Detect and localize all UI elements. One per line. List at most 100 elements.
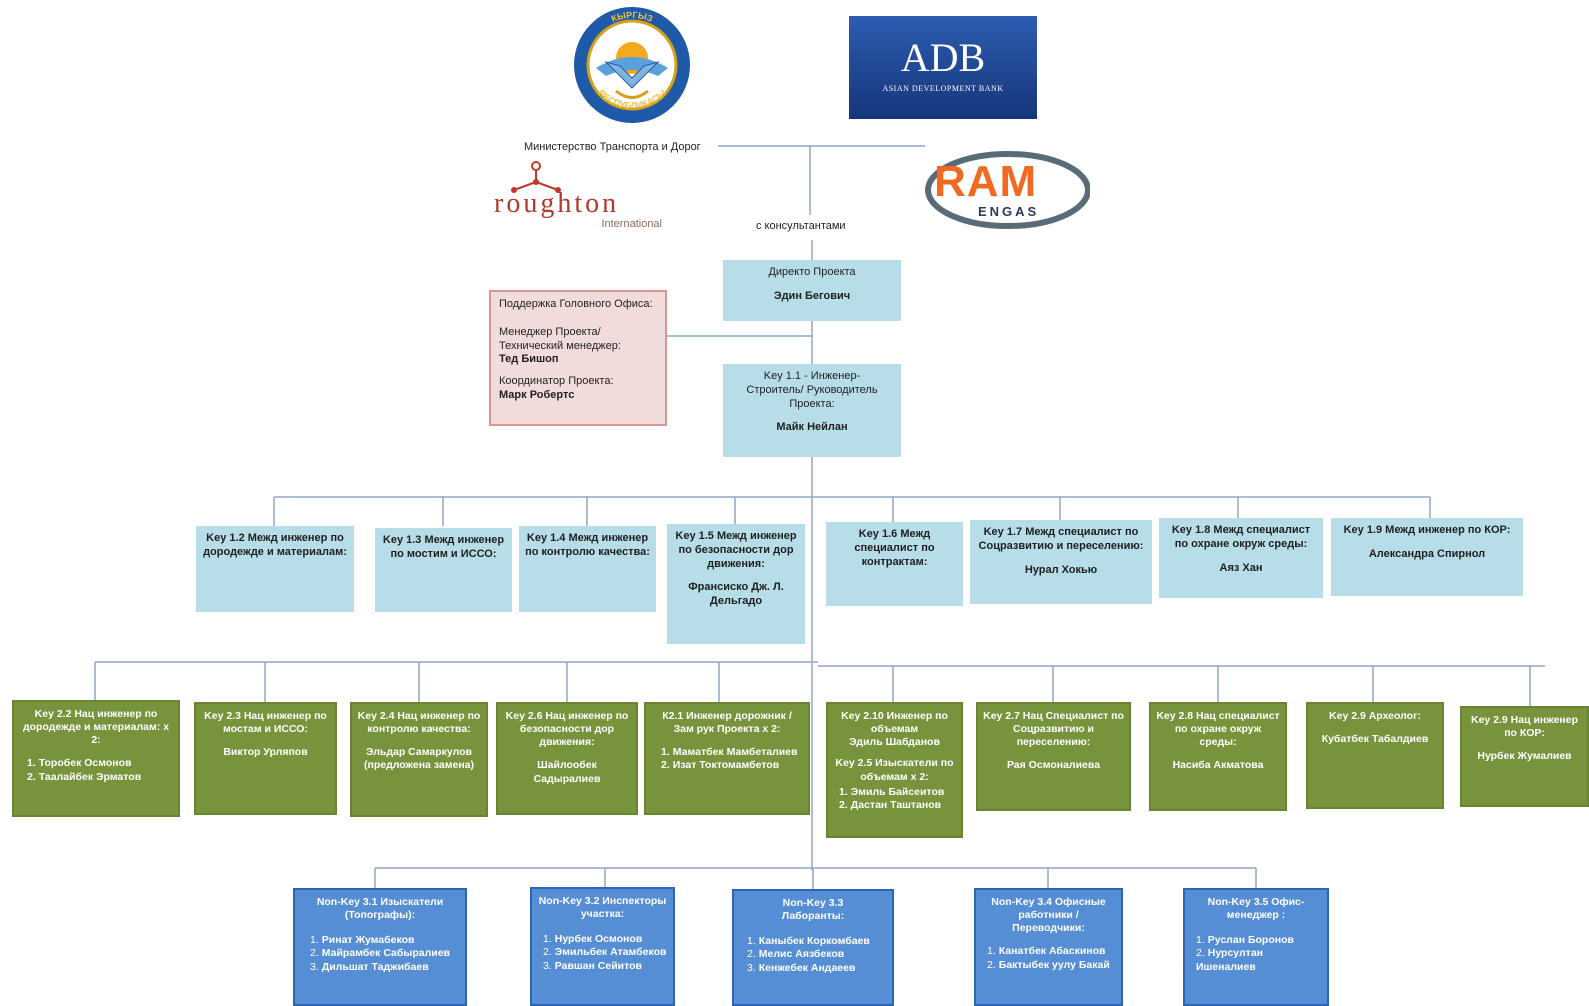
national-name: Рая Осмоналиева: [1006, 759, 1101, 772]
national-box-2-1: К2.1 Инженер дорожник / Зам рук Проекта …: [644, 702, 810, 815]
intl-title: Key 1.2 Межд инженер по дородежде и мате…: [203, 532, 347, 558]
key-1-1-name: Майк Нейлан: [776, 421, 848, 434]
national-title-2: Key 2.5 Изыскатели по объемам x 2:: [835, 757, 954, 783]
ministry-label: Министерство Транспорта и Дорог: [524, 141, 701, 153]
national-name: Эльдар Самаркулов (предложена замена): [363, 746, 474, 772]
national-list: 1.Торобек Осмонов 2.Таалайбек Эрматов: [19, 757, 173, 783]
national-box-2-9-archaeologist: Key 2.9 Археолог: Кубатбек Табалдиев: [1306, 702, 1444, 809]
national-title: Key 2.2 Нац инженер по дородежде и матер…: [22, 708, 170, 747]
list-item: 1.Торобек Осмонов: [27, 757, 132, 770]
nonkey-box-3-2: Non-Key 3.2 Инспекторы участка: 1.Нурбек…: [530, 887, 675, 1006]
nonkey-box-3-4: Non-Key 3.4 Офисные работники / Переводч…: [974, 888, 1123, 1006]
adb-logo-title: ADB: [900, 35, 986, 80]
director-title: Директо Проекта: [768, 266, 856, 278]
list-item: 2.Мелис Аязбеков: [747, 948, 845, 961]
intl-box-1-9: Key 1.9 Межд инженер по КОР: Александра …: [1331, 518, 1523, 596]
support-heading: Поддержка Головного Офиса:: [499, 298, 653, 310]
key-1-1-box: Key 1.1 - Инженер-Строитель/ Руководител…: [723, 364, 901, 457]
list-item: 2.Таалайбек Эрматов: [27, 770, 142, 783]
nonkey-box-3-1: Non-Key 3.1 Изыскатели (Топографы): 1.Ри…: [293, 888, 467, 1006]
roughton-sub: International: [601, 218, 662, 230]
list-item: 1.Маматбек Мамбеталиев: [661, 746, 798, 759]
intl-box-1-2: Key 1.2 Межд инженер по дородежде и мате…: [196, 526, 354, 612]
national-name: Виктор Урляпов: [223, 746, 308, 759]
list-item: 3.Равшан Сейитов: [543, 959, 642, 972]
nonkey-title: Non-Key 3.1 Изыскатели (Топографы):: [316, 896, 444, 922]
coordinator-title: Координатор Проекта:: [499, 375, 614, 387]
national-title: Key 2.6 Нац инженер по безопасности дор …: [505, 710, 629, 749]
adb-logo: ADB ASIAN DEVELOPMENT BANK: [849, 16, 1037, 119]
nonkey-list: 1.Канатбек Абаскинов 2.Бактыбек уулу Бак…: [981, 945, 1116, 971]
list-item: 2.Бактыбек уулу Бакай: [987, 958, 1110, 971]
nonkey-box-3-5: Non-Key 3.5 Офис-менеджер : 1.Руслан Бор…: [1183, 888, 1329, 1006]
kyrgyz-emblem: КЫРГЫЗ РЕСПУБЛИКАСЫ: [566, 6, 698, 124]
list-item: 2.Эмильбек Атамбеков: [543, 946, 667, 959]
list-item: 3.Кенжебек Андаеев: [747, 961, 856, 974]
list-item: 2.Дастан Таштанов: [839, 798, 942, 811]
ram-name: RAM: [934, 157, 1038, 206]
nonkey-title: Non-Key 3.2 Инспекторы участка:: [538, 895, 667, 921]
list-item: 1.Нурбек Осмонов: [543, 933, 643, 946]
intl-name: Нурал Хокью: [1024, 563, 1098, 576]
national-name: Нурбек Жумалиев: [1477, 750, 1572, 763]
intl-name: Александра Спирнол: [1368, 547, 1486, 560]
national-box-2-8: Key 2.8 Нац специалист по охране окруж с…: [1149, 702, 1287, 811]
national-name: Насиба Акматова: [1172, 759, 1264, 772]
pm-name: Тед Бишоп: [499, 353, 559, 366]
adb-logo-subtitle: ASIAN DEVELOPMENT BANK: [882, 84, 1004, 93]
intl-box-1-4: Key 1.4 Межд инженер по контролю качеств…: [519, 526, 656, 612]
intl-box-1-6: Key 1.6 Межд специалист по контрактам:: [826, 522, 963, 606]
national-box-2-9-kor: Key 2.9 Нац инженер по КОР: Нурбек Жумал…: [1460, 706, 1589, 807]
nonkey-title: Non-Key 3.3 Лаборанты:: [781, 897, 845, 923]
nonkey-box-3-3: Non-Key 3.3 Лаборанты: 1.Каныбек Коркомб…: [732, 889, 894, 1006]
intl-box-1-3: Key 1.3 Межд инженер по мостим и ИССО:: [375, 528, 512, 612]
national-title: К2.1 Инженер дорожник / Зам рук Проекта …: [662, 710, 792, 736]
nonkey-list: 1.Ринат Жумабеков 2.Майрамбек Сабыралиев…: [300, 934, 460, 973]
national-box-2-10: Key 2.10 Инженер по объемам Эдиль Шабдан…: [826, 702, 963, 838]
nonkey-list: 1.Руслан Боронов 2.Нурсултан Ишеналиев: [1190, 934, 1322, 973]
ram-engas-logo: RAM ENGAS: [924, 148, 1090, 232]
list-item: 1.Эмиль Байсеитов: [839, 785, 945, 798]
nonkey-list: 1.Нурбек Осмонов 2.Эмильбек Атамбеков 3.…: [537, 933, 668, 972]
nonkey-title: Non-Key 3.5 Офис-менеджер :: [1207, 896, 1305, 922]
national-name: Шайлообек Садыралиев: [533, 759, 601, 785]
director-name: Эдин Бегович: [773, 289, 851, 302]
list-item: 1.Руслан Боронов: [1196, 934, 1294, 947]
intl-box-1-8: Key 1.8 Межд специалист по охране окруж …: [1159, 518, 1323, 598]
roughton-logo: roughton International: [494, 160, 664, 232]
list-item: 2.Изат Токтомамбетов: [661, 759, 780, 772]
list-item: 2.Майрамбек Сабыралиев: [310, 947, 450, 960]
intl-title: Key 1.8 Межд специалист по охране окруж …: [1171, 524, 1311, 550]
national-title: Key 2.9 Археолог:: [1329, 710, 1421, 722]
national-title: Key 2.8 Нац специалист по охране окруж с…: [1156, 710, 1280, 749]
nonkey-list: 1.Каныбек Коркомбаев 2.Мелис Аязбеков 3.…: [739, 935, 887, 974]
national-name: Кубатбек Табалдиев: [1321, 733, 1429, 746]
intl-name: Аяз Хан: [1219, 561, 1263, 574]
list-item: 2.Нурсултан Ишеналиев: [1196, 947, 1263, 973]
national-title: Key 2.3 Нац инженер по мостам и ИССО:: [204, 710, 327, 736]
national-title: Key 2.10 Инженер по объемам: [841, 710, 948, 736]
intl-title: Key 1.5 Межд инженер по безопасности дор…: [675, 530, 797, 570]
intl-box-1-5: Key 1.5 Межд инженер по безопасности дор…: [667, 524, 805, 644]
intl-box-1-7: Key 1.7 Межд специалист по Соцразвитию и…: [970, 520, 1152, 604]
director-box: Директо Проекта Эдин Бегович: [723, 260, 901, 321]
intl-title: Key 1.6 Межд специалист по контрактам:: [854, 528, 935, 568]
roughton-name: roughton: [494, 188, 620, 219]
consultants-label: с консультантами: [756, 220, 846, 232]
intl-title: Key 1.4 Межд инженер по контролю качеств…: [525, 532, 650, 558]
intl-title: Key 1.7 Межд специалист по Соцразвитию и…: [978, 526, 1144, 552]
list-item: 1.Каныбек Коркомбаев: [747, 935, 870, 948]
national-title: Key 2.4 Нац инженер по контролю качества…: [357, 710, 481, 736]
key-1-1-title: Key 1.1 - Инженер-Строитель/ Руководител…: [746, 370, 878, 410]
list-item: 1.Канатбек Абаскинов: [987, 945, 1106, 958]
national-list: 1.Эмиль Байсеитов 2.Дастан Таштанов: [833, 786, 956, 812]
national-box-2-7: Key 2.7 Нац Специалист по Соцразвитию и …: [976, 702, 1131, 811]
national-box-2-4: Key 2.4 Нац инженер по контролю качества…: [350, 702, 488, 817]
coordinator-name: Марк Робертс: [499, 388, 575, 401]
national-title: Key 2.9 Нац инженер по КОР:: [1470, 714, 1579, 740]
national-box-2-6: Key 2.6 Нац инженер по безопасности дор …: [496, 702, 638, 815]
national-name: Эдиль Шабданов: [849, 736, 940, 749]
head-office-support-box: Поддержка Головного Офиса: Менеджер Прое…: [489, 290, 667, 426]
intl-title: Key 1.9 Межд инженер по КОР:: [1343, 524, 1511, 536]
